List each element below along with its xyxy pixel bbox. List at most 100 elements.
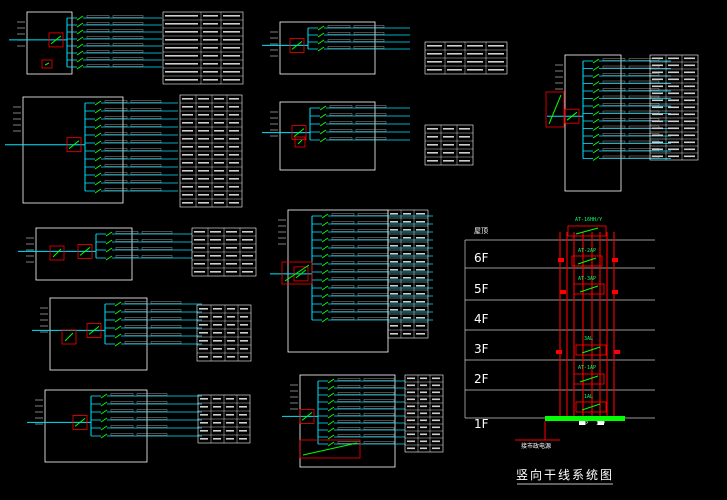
table-cell-text [227, 324, 235, 326]
riser-floor-box [560, 290, 566, 294]
table-cell-text [420, 405, 427, 408]
table-cell-text [229, 178, 239, 180]
circuit-text [331, 245, 355, 248]
table-cell-text [200, 430, 208, 432]
circuit-text [337, 399, 361, 402]
table-cell-text [390, 309, 398, 311]
table-cell-text [390, 221, 398, 223]
table-cell-text [242, 231, 253, 233]
breaker-label-1f: 1AL [584, 394, 594, 400]
table-cell-text [223, 23, 240, 25]
circuit-breaker [76, 29, 84, 35]
table-cell-text [668, 92, 679, 95]
table-cell-text [447, 69, 462, 71]
circuit-breaker [105, 239, 113, 245]
table-cell-text [447, 61, 462, 63]
table-cell-text [420, 447, 427, 450]
circuit-text [86, 64, 110, 67]
table-cell-text [214, 130, 224, 132]
table-cell-text [165, 71, 198, 73]
circuit-text [602, 140, 626, 144]
main-breaker-switch [301, 412, 313, 421]
table-cell-text [652, 64, 663, 67]
table-cell-text [239, 414, 247, 416]
table-cell-text [213, 414, 221, 416]
meter-box [294, 136, 306, 148]
circuit-text [110, 417, 134, 420]
table-border [196, 304, 252, 362]
table-cell-text [432, 391, 440, 394]
meter-box [281, 261, 313, 285]
table-border [424, 124, 474, 166]
table-cell-text [200, 398, 208, 400]
circuit-text [327, 46, 351, 49]
circuit-text [357, 309, 389, 312]
circuit-text [363, 441, 395, 444]
circuit-text [136, 417, 168, 420]
circuit-breaker [100, 393, 108, 399]
table-cell-text [668, 85, 679, 88]
floor-label-1f: 1F [474, 417, 489, 431]
table-cell-text [403, 213, 411, 215]
table-cell-text [668, 148, 679, 151]
circuit-text [628, 65, 660, 69]
circuit-text [363, 434, 395, 437]
table-cell-text [198, 122, 209, 124]
panel-enclosure [44, 389, 148, 463]
circuit-text [331, 285, 355, 288]
circuit-text [86, 15, 110, 18]
circuit-breaker [105, 231, 113, 237]
riser-floor-breaker-switch [577, 257, 597, 265]
table-cell-text [199, 308, 208, 310]
table-cell-text [223, 79, 240, 81]
circuit-text [331, 261, 355, 264]
table-cell-text [239, 406, 247, 408]
table-cell-text [416, 221, 425, 223]
table-cell-text [229, 98, 239, 100]
table-cell-text [390, 317, 398, 319]
circuit-text [337, 406, 361, 409]
meter-box [41, 59, 53, 69]
riser-floor-box [614, 350, 620, 354]
table-cell-text [240, 348, 248, 350]
table-cell-text [182, 162, 193, 164]
circuit-text [130, 132, 162, 135]
circuit-breaker [76, 57, 84, 63]
table-cell-text [214, 162, 224, 164]
circuit-text [628, 103, 660, 106]
table-cell-text [213, 316, 222, 318]
meter-switch [44, 62, 50, 66]
circuit-text [337, 378, 361, 381]
table-cell-text [390, 213, 398, 215]
table-cell-text [239, 430, 247, 432]
table-cell-text [407, 419, 415, 422]
circuit-breaker [592, 111, 600, 116]
panel-mid-left [18, 227, 257, 281]
table-cell-text [182, 186, 193, 188]
circuit-text [104, 140, 128, 143]
table-cell-text [416, 333, 425, 335]
table-cell-text [403, 237, 411, 239]
table-cell-text [242, 271, 253, 273]
circuit-text [115, 255, 139, 258]
table-cell-text [214, 170, 224, 172]
table-cell-text [390, 237, 398, 239]
table-cell-text [427, 136, 438, 138]
circuit-text [124, 325, 148, 328]
table-cell-text [443, 152, 454, 154]
circuit-text [130, 116, 162, 119]
table-cell-text [443, 128, 454, 130]
table-cell-text [182, 114, 193, 116]
main-breaker-switch [291, 41, 303, 50]
panel-schedule-table [404, 374, 444, 453]
circuit-breaker [319, 113, 327, 119]
table-cell-text [652, 134, 663, 137]
circuit-text [115, 247, 139, 250]
table-cell-text [416, 269, 425, 271]
table-cell-text [652, 85, 663, 88]
circuit-text [86, 50, 110, 53]
table-cell-text [182, 138, 193, 140]
panel-enclosure [49, 297, 148, 371]
riser-diagram-title: 竖向干线系统图 [515, 468, 614, 482]
circuit-text [329, 113, 353, 116]
